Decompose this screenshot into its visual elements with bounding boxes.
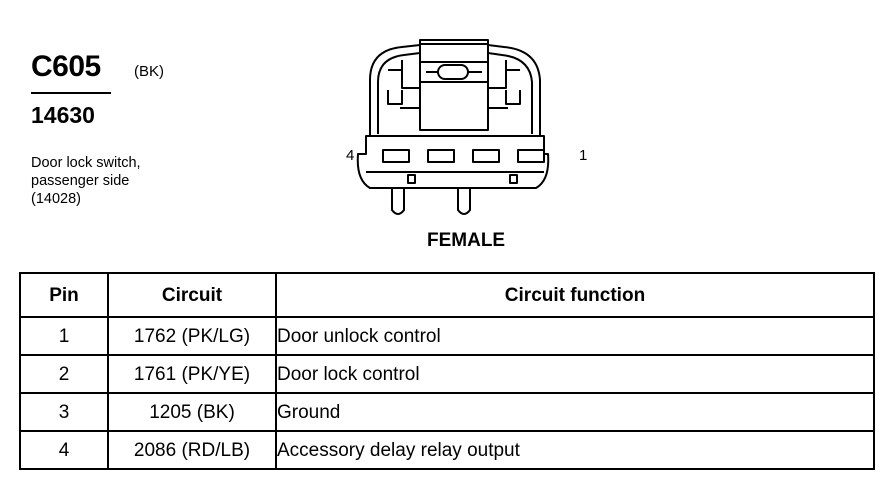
cell-pin: 4 (19, 430, 109, 470)
pin-cavity (382, 149, 410, 163)
table-header-row: Pin Circuit Circuit function (19, 272, 875, 318)
cell-function: Door unlock control (275, 316, 875, 356)
pin-4-label: 4 (346, 147, 355, 164)
cell-pin: 2 (19, 354, 109, 394)
pin-cavity (427, 149, 455, 163)
pin-cavity (472, 149, 500, 163)
part-number: 14630 (31, 102, 95, 128)
connector-face-diagram (356, 39, 550, 215)
connector-color: (BK) (134, 63, 164, 80)
title-divider (31, 92, 111, 94)
table-row: 2 1761 (PK/YE) Door lock control (19, 354, 875, 394)
cell-function: Door lock control (275, 354, 875, 394)
pinout-table: Pin Circuit Circuit function 1 1762 (PK/… (19, 272, 875, 470)
table-row: 3 1205 (BK) Ground (19, 392, 875, 432)
table-row: 1 1762 (PK/LG) Door unlock control (19, 316, 875, 356)
connector-gender: FEMALE (427, 230, 506, 251)
cell-circuit: 1205 (BK) (107, 392, 277, 432)
table-row: 4 2086 (RD/LB) Accessory delay relay out… (19, 430, 875, 470)
mounting-tab (457, 188, 471, 215)
mounting-tab (391, 188, 405, 215)
cell-pin: 1 (19, 316, 109, 356)
column-header-circuit: Circuit (107, 272, 277, 318)
cell-function: Ground (275, 392, 875, 432)
cell-function: Accessory delay relay output (275, 430, 875, 470)
connector-id: C605 (31, 50, 101, 83)
right-latch-detail (488, 60, 521, 109)
connector-inner-outline (377, 52, 533, 134)
description-line: (14028) (31, 191, 81, 207)
latch-slot (437, 64, 469, 80)
key-notch (509, 174, 518, 184)
latch-block (419, 43, 489, 131)
cell-circuit: 1762 (PK/LG) (107, 316, 277, 356)
connector-description: Door lock switch, passenger side (14028) (31, 154, 141, 208)
cell-circuit: 2086 (RD/LB) (107, 430, 277, 470)
column-header-function: Circuit function (275, 272, 875, 318)
key-notch (407, 174, 416, 184)
description-line: Door lock switch, (31, 155, 141, 171)
description-line: passenger side (31, 173, 130, 189)
connector-outline (369, 39, 541, 136)
connector-housing (356, 135, 550, 189)
pin-cavity (517, 149, 545, 163)
cell-pin: 3 (19, 392, 109, 432)
column-header-pin: Pin (19, 272, 109, 318)
pin-1-label: 1 (579, 147, 588, 164)
cell-circuit: 1761 (PK/YE) (107, 354, 277, 394)
left-latch-detail (387, 60, 420, 109)
